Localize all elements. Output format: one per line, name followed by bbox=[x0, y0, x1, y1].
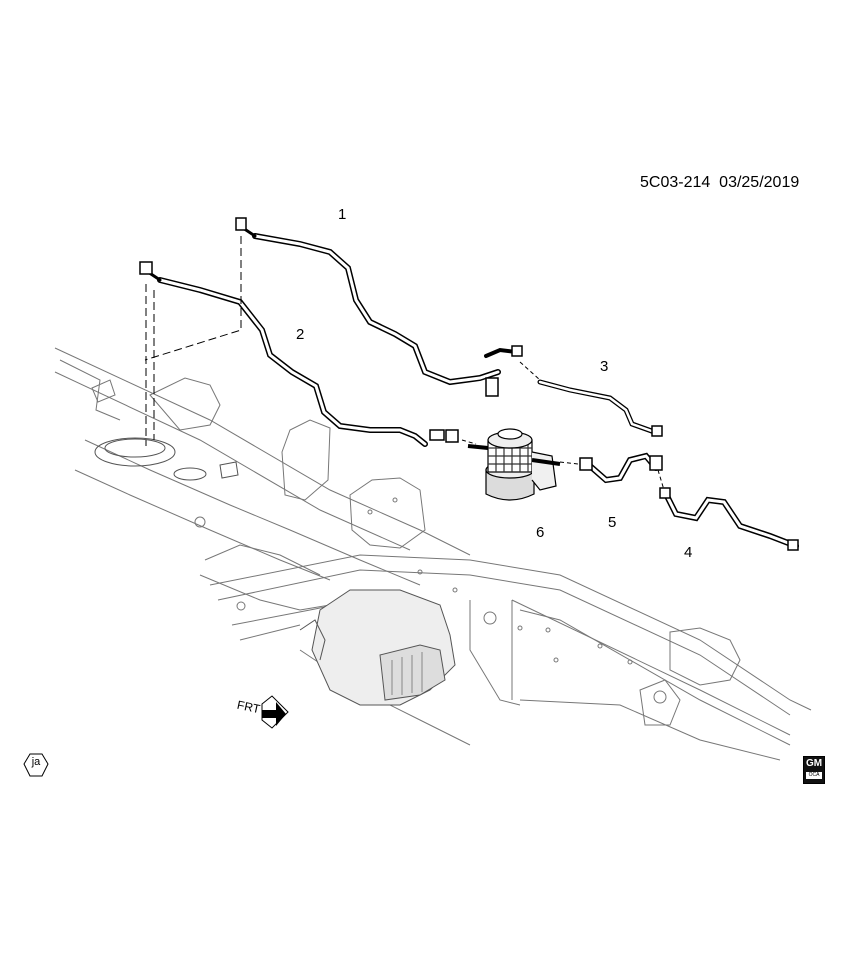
vehicle-frame bbox=[54, 347, 812, 761]
fuel-filter bbox=[467, 428, 561, 501]
leader-lines bbox=[144, 236, 665, 491]
fuel-tank-shield bbox=[299, 589, 456, 706]
fuel-lines bbox=[139, 217, 799, 551]
fuel-tank-sender bbox=[94, 437, 239, 481]
callout-2: 2 bbox=[296, 326, 305, 343]
fuel-line-2 bbox=[143, 268, 428, 447]
language-badge-hexagon bbox=[23, 753, 49, 777]
callout-4: 4 bbox=[684, 544, 693, 561]
fuel-line-3 bbox=[537, 379, 663, 437]
front-direction-arrow-icon bbox=[261, 695, 289, 729]
language-badge: ja bbox=[31, 756, 41, 768]
callout-3: 3 bbox=[600, 358, 609, 375]
fuel-line-5 bbox=[587, 452, 659, 484]
callout-5: 5 bbox=[608, 514, 617, 531]
fuel-line-4 bbox=[663, 491, 799, 549]
callout-6: 6 bbox=[536, 524, 545, 541]
gm-logo: GM OCA bbox=[803, 756, 825, 784]
drawing-reference: 5C03-214 03/25/2019 bbox=[640, 174, 800, 191]
callout-1: 1 bbox=[338, 206, 347, 223]
